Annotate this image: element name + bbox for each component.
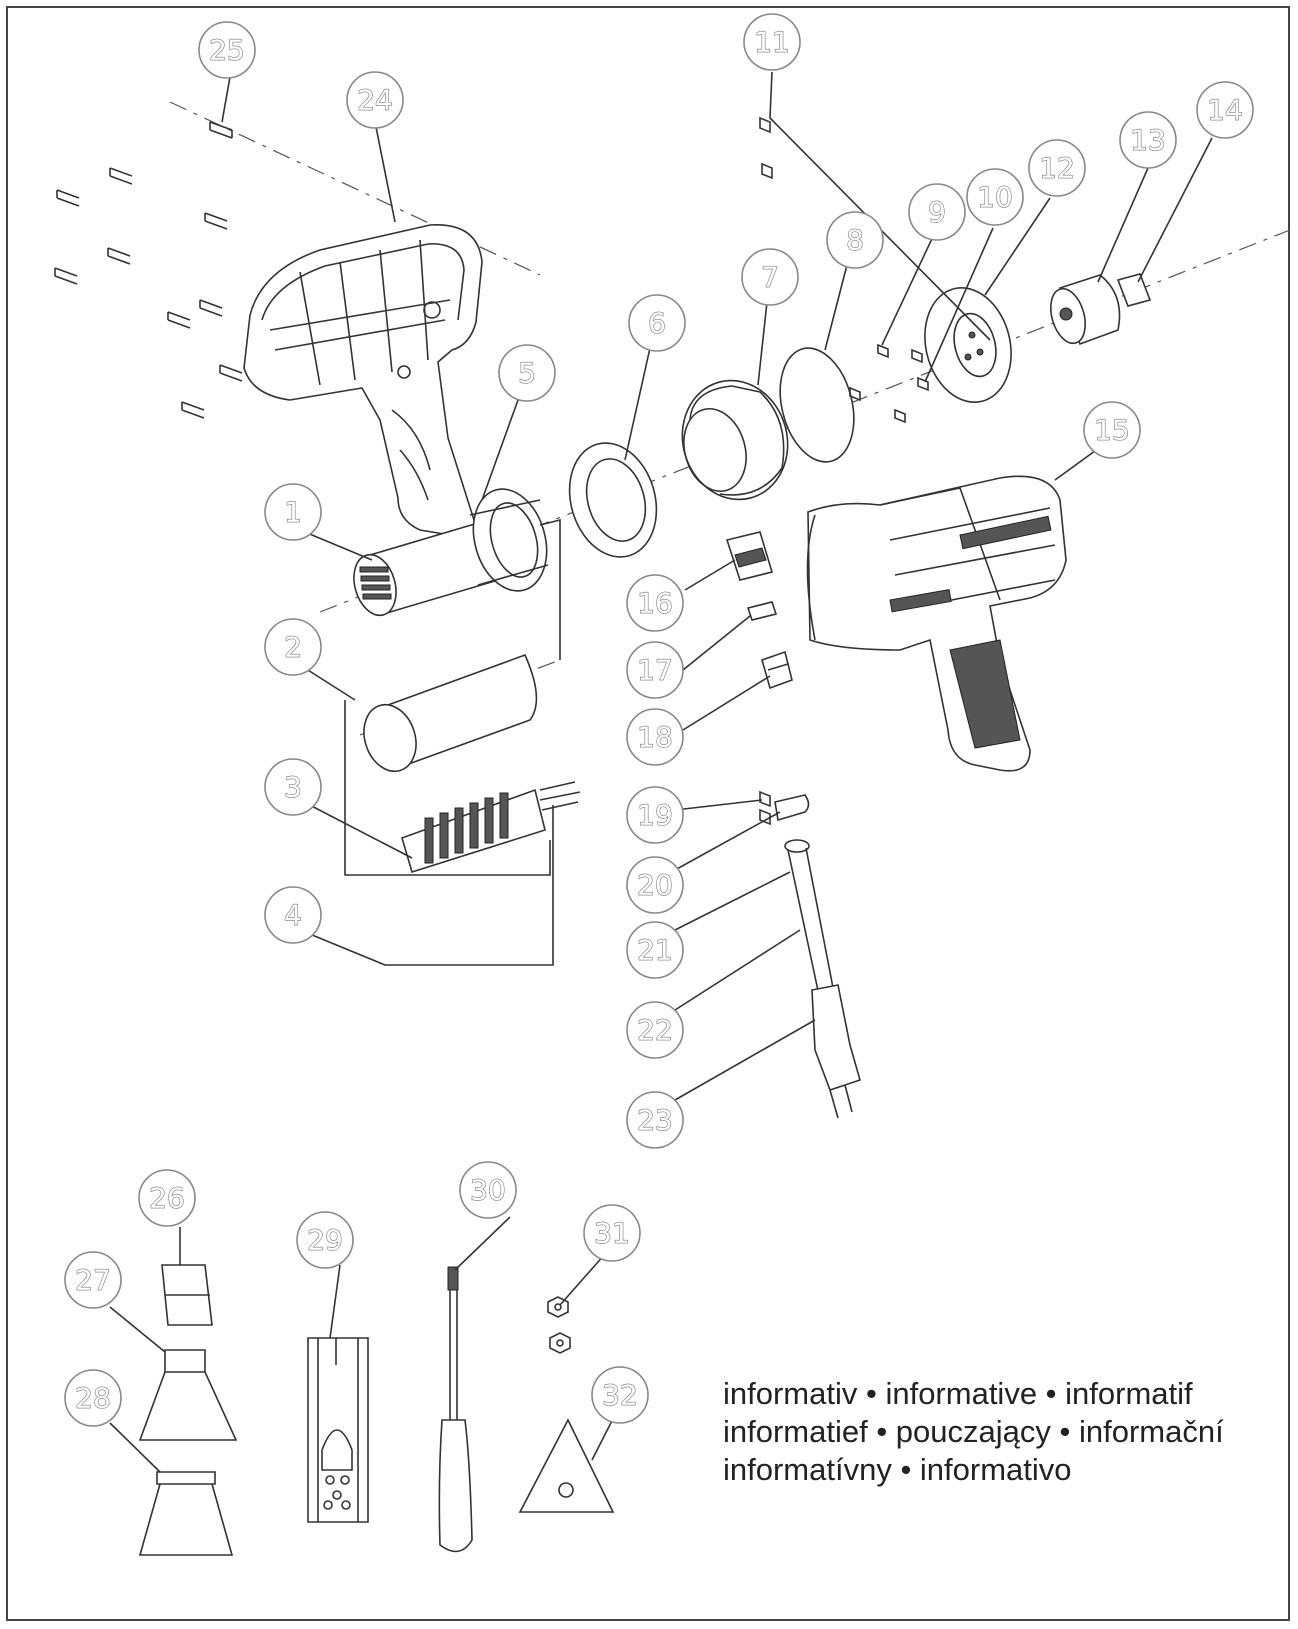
svg-text:24: 24 [357, 84, 393, 117]
svg-text:15: 15 [1094, 414, 1130, 447]
svg-text:13: 13 [1130, 124, 1166, 157]
callout-17: 17 [626, 641, 684, 699]
callout-3: 3 [264, 758, 322, 816]
svg-text:23: 23 [637, 1104, 673, 1137]
screw-axis [169, 101, 541, 276]
svg-text:22: 22 [637, 1014, 673, 1047]
callout-12: 12 [1028, 139, 1086, 197]
bracket-14 [1116, 273, 1152, 307]
callout-5: 5 [498, 344, 556, 402]
inner-tube-2 [363, 653, 538, 773]
assembled-heat-gun-15 [806, 475, 1067, 772]
callout-32: 32 [591, 1366, 649, 1424]
callout-7: 7 [741, 248, 799, 306]
housing-half-24 [243, 224, 483, 537]
callout-11: 11 [743, 13, 801, 71]
callout-25: 25 [198, 21, 256, 79]
callout-18: 18 [626, 708, 684, 766]
diagram-frame [6, 6, 1290, 1621]
svg-text:11: 11 [754, 26, 790, 59]
screwdriver-30 [438, 1266, 473, 1553]
informative-note: informativ • informative • informatif in… [723, 1375, 1224, 1489]
svg-text:14: 14 [1207, 94, 1243, 127]
svg-text:2: 2 [284, 631, 302, 664]
callout-24: 24 [346, 71, 404, 129]
fan-wheel-12 [924, 287, 1012, 403]
triangle-scraper-32 [518, 1418, 615, 1513]
callout-26: 26 [138, 1169, 196, 1227]
leader-lines [109, 71, 1213, 1473]
callout-4: 4 [264, 886, 322, 944]
callout-10: 10 [966, 168, 1024, 226]
screws-11 [759, 116, 773, 180]
callout-2: 2 [264, 618, 322, 676]
power-cord-21-22-23 [784, 839, 861, 1119]
cable-clamp-19-20 [759, 790, 810, 826]
svg-text:28: 28 [75, 1382, 111, 1415]
nozzle-28 [138, 1471, 234, 1556]
svg-text:10: 10 [977, 181, 1013, 214]
svg-text:21: 21 [637, 934, 673, 967]
svg-text:7: 7 [761, 261, 779, 294]
note-line-3: informatívny • informativo [723, 1452, 1072, 1487]
motor-13 [1049, 274, 1121, 346]
screws-9 [849, 343, 929, 424]
fan-housing-7 [681, 379, 789, 501]
svg-text:29: 29 [307, 1224, 343, 1257]
svg-text:32: 32 [602, 1379, 638, 1412]
svg-text:6: 6 [648, 307, 666, 340]
svg-text:4: 4 [284, 899, 302, 932]
callout-30: 30 [459, 1161, 517, 1219]
svg-text:5: 5 [518, 357, 536, 390]
note-line-2: informatief • pouczający • informační [723, 1414, 1224, 1449]
svg-text:17: 17 [637, 654, 673, 687]
svg-text:9: 9 [928, 196, 946, 229]
svg-text:30: 30 [470, 1174, 506, 1207]
callout-28: 28 [64, 1369, 122, 1427]
heating-element-3 [401, 781, 581, 874]
svg-text:27: 27 [75, 1264, 111, 1297]
callout-6: 6 [628, 294, 686, 352]
scraper-holder-29 [307, 1337, 369, 1523]
callout-13: 13 [1119, 111, 1177, 169]
callout-8: 8 [826, 211, 884, 269]
callout-16: 16 [626, 574, 684, 632]
svg-text:16: 16 [637, 587, 673, 620]
callout-1: 1 [264, 483, 322, 541]
svg-text:18: 18 [637, 721, 673, 754]
svg-text:12: 12 [1039, 152, 1075, 185]
callout-15: 15 [1083, 401, 1141, 459]
gasket-ring-6 [568, 442, 658, 558]
connector-18 [761, 650, 793, 690]
screws-25 [54, 121, 243, 419]
callout-27: 27 [64, 1251, 122, 1309]
callout-22: 22 [626, 1001, 684, 1059]
svg-text:25: 25 [209, 34, 245, 67]
callout-19: 19 [626, 786, 684, 844]
nozzle-27 [138, 1349, 238, 1441]
nuts-31 [547, 1296, 571, 1354]
callout-29: 29 [296, 1211, 354, 1269]
note-line-1: informativ • informative • informatif [723, 1376, 1193, 1411]
switch-16 [725, 531, 774, 581]
svg-text:26: 26 [149, 1182, 185, 1215]
callout-23: 23 [626, 1091, 684, 1149]
svg-text:19: 19 [637, 799, 673, 832]
callout-21: 21 [626, 921, 684, 979]
nozzle-26 [161, 1264, 213, 1326]
svg-text:8: 8 [846, 224, 864, 257]
svg-text:1: 1 [284, 496, 302, 529]
callout-9: 9 [908, 183, 966, 241]
svg-text:31: 31 [594, 1217, 630, 1250]
callout-14: 14 [1196, 81, 1254, 139]
terminal-17 [746, 601, 778, 621]
svg-text:20: 20 [637, 869, 673, 902]
callout-31: 31 [583, 1204, 641, 1262]
callout-20: 20 [626, 856, 684, 914]
flange-5 [469, 488, 549, 592]
svg-text:3: 3 [284, 771, 302, 804]
